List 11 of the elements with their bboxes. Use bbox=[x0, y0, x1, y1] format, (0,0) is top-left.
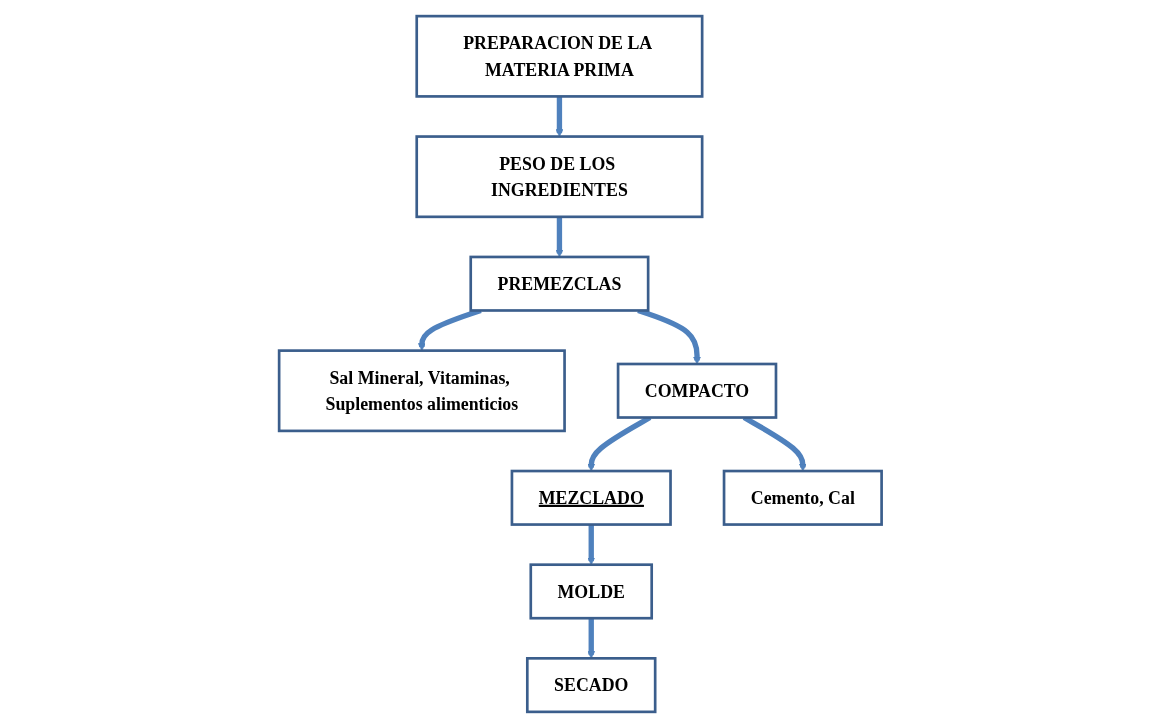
node-box: Cemento, Cal bbox=[722, 469, 883, 526]
node-box: MOLDE bbox=[529, 563, 653, 620]
node-box: COMPACTO bbox=[616, 362, 777, 419]
node-box: SECADO bbox=[525, 657, 657, 714]
node-box: PREPARACION DE LA MATERIA PRIMA bbox=[415, 14, 704, 98]
arrow bbox=[555, 96, 563, 137]
node-box: PESO DE LOS INGREDIENTES bbox=[415, 135, 704, 219]
arrow bbox=[586, 618, 595, 659]
node-box: MEZCLADO bbox=[510, 469, 672, 526]
node-box: Sal Mineral, Vitaminas, Suplementos alimenticios bbox=[277, 349, 566, 433]
node-box: PREMEZCLAS bbox=[469, 255, 650, 312]
